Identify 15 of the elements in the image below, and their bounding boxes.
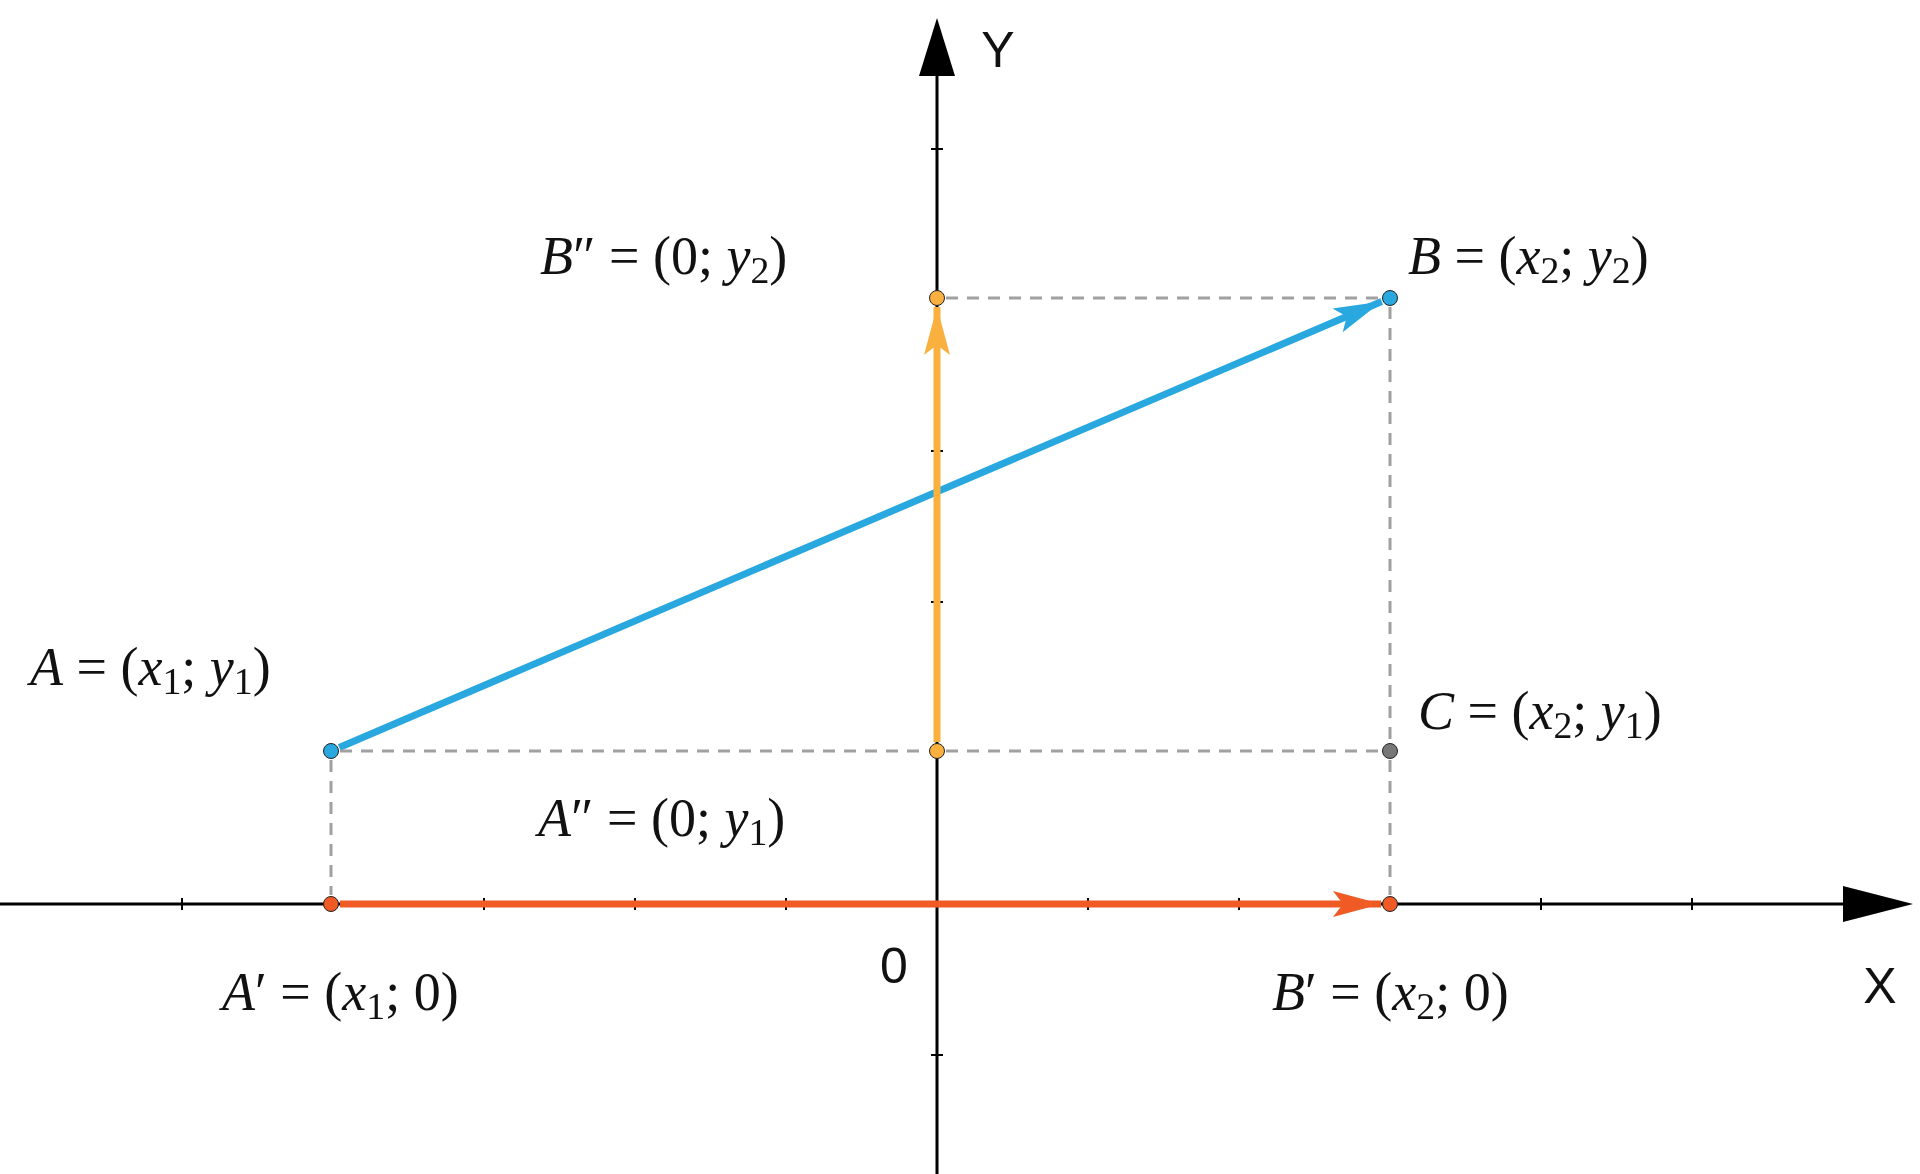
vector-arrow: [340, 891, 1381, 917]
point-label: C = (x$_{2}$; y$_{1}$): [1418, 681, 1662, 741]
dashed-guide-line: [1388, 760, 1392, 895]
dashed-guide-line: [946, 296, 1381, 300]
vector-arrow: [924, 307, 950, 742]
axis-label: X: [1863, 958, 1897, 1014]
point-label: B′ = (x$_{2}$; 0): [1272, 962, 1509, 1022]
vector-arrow: [337, 298, 1384, 751]
point-label: B = (x$_{2}$; y$_{2}$): [1408, 226, 1649, 286]
dashed-guide-line: [1388, 307, 1392, 742]
axis-label: Y: [981, 22, 1015, 78]
dashed-guide-line: [329, 760, 333, 895]
axis-label: 0: [880, 938, 908, 994]
point-label: B″ = (0; y$_{2}$): [540, 226, 788, 286]
dashed-guide-line: [946, 749, 1381, 753]
